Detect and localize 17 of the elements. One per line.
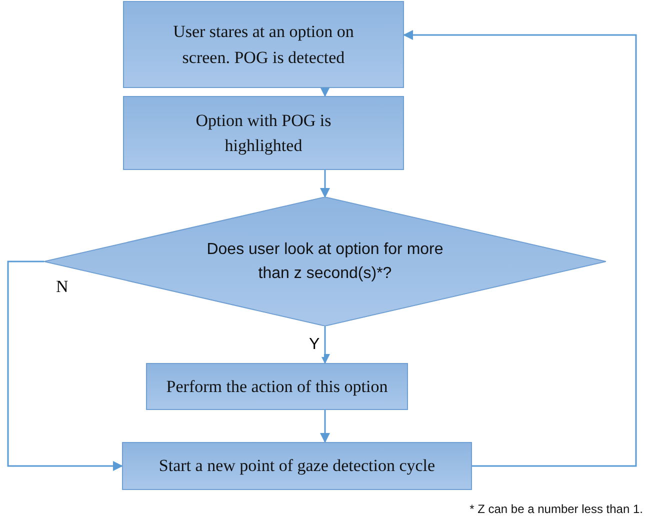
arrow — [403, 30, 637, 467]
process-box — [123, 96, 404, 170]
arrow — [320, 87, 330, 97]
decision-text: Does user look at option for more than z second(s)*? — [206, 240, 444, 284]
process-text: User stares at an option on screen. POG is detected — [172, 21, 355, 68]
arrow — [7, 260, 123, 471]
arrow — [320, 410, 330, 443]
arrow — [320, 326, 330, 364]
arrow — [320, 170, 330, 198]
process-box — [146, 363, 408, 410]
process-text: Perform the action of this option — [166, 376, 388, 398]
process-text: Start a new point of gaze detection cycle — [158, 455, 436, 478]
process-box — [123, 1, 404, 88]
footnote: * Z can be a number less than 1. — [470, 501, 643, 518]
process-text: Option with POG is highlighted — [194, 110, 332, 157]
process-box — [122, 442, 472, 490]
decision-diamond — [44, 197, 606, 326]
